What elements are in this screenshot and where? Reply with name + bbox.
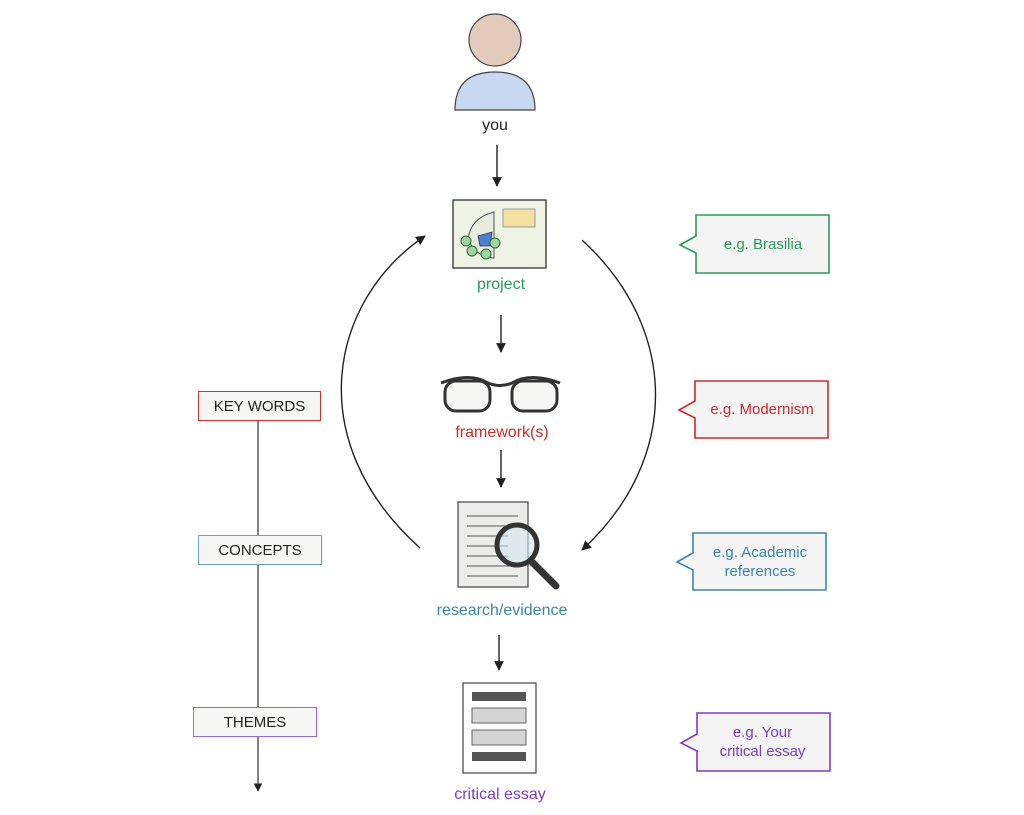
- map-icon: [452, 199, 547, 269]
- callout-essay: [679, 712, 831, 772]
- person-icon: [454, 13, 536, 111]
- themes-box: THEMES: [193, 707, 317, 737]
- callout-project-text: e.g. Brasilia: [723, 235, 803, 253]
- you-label: you: [482, 117, 508, 134]
- key-words-box: KEY WORDS: [198, 391, 321, 421]
- cycle-arrow-right: [581, 239, 657, 551]
- glasses-icon: [440, 376, 561, 413]
- callout-framework-text: e.g. Modernism: [710, 401, 814, 418]
- essay-label: critical essay: [454, 786, 546, 803]
- project-label: project: [476, 276, 526, 293]
- callout-essay-text: e.g. Your critical essay: [719, 724, 806, 760]
- framework-label: framework(s): [455, 424, 549, 441]
- cycle-arrow-left: [340, 235, 426, 549]
- callout-research: [675, 532, 827, 591]
- concepts-box: CONCEPTS: [198, 535, 322, 565]
- callout-research-text: e.g. Academic references: [712, 543, 808, 580]
- magnifier-icon: [494, 522, 560, 590]
- callout-framework: [677, 380, 829, 439]
- essay-document-icon: [462, 682, 537, 774]
- callout-project: [678, 214, 830, 274]
- research-label: research/evidence: [436, 602, 568, 619]
